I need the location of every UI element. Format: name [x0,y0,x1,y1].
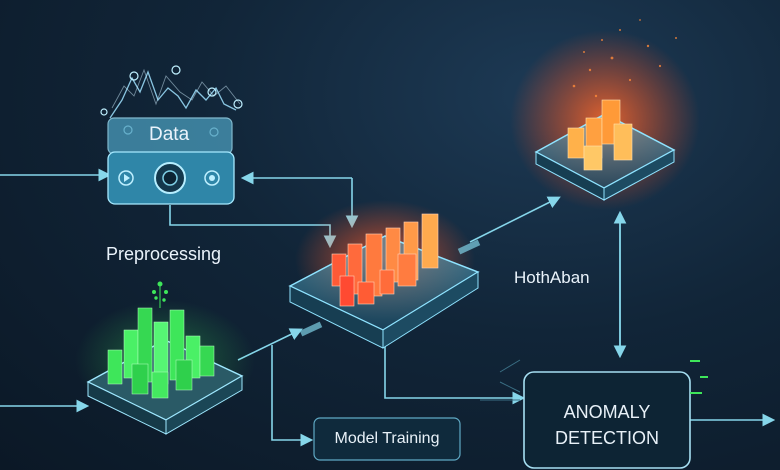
play-icon [118,170,134,186]
red-bar-cluster [331,213,439,307]
orange-bar-cluster [567,99,633,171]
anomaly-label-line2: DETECTION [554,428,659,448]
data-module [100,65,243,205]
spark-particles [572,19,677,98]
arrow-center-to-training [271,345,314,447]
green-tree-icon [152,281,168,308]
green-platform [75,281,255,435]
data-sparkline [109,70,237,119]
arrow-center-to-anomaly [384,345,526,405]
hoth-label: HothAban [514,268,590,287]
anomaly-detection-box [523,371,691,469]
record-icon [204,170,220,186]
model-training-label: Model Training [334,430,440,447]
center-platform [288,200,481,349]
green-bar-cluster [107,307,215,399]
preprocessing-label: Preprocessing [106,244,222,264]
anomaly-detection-module [480,359,708,469]
hot-platform [510,19,700,210]
connectors [0,168,776,447]
anomaly-label-line1: ANOMALY [563,402,651,422]
data-label: Data [149,124,190,145]
arrow-center-to-hot [469,196,561,243]
model-training-box [313,417,461,461]
